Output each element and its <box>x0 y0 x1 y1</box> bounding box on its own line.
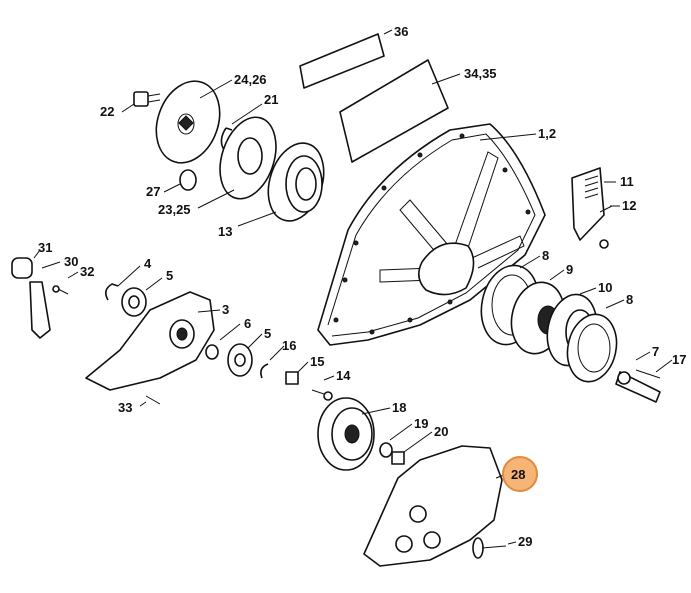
label-7[interactable]: 7 <box>652 344 659 359</box>
label-32[interactable]: 32 <box>80 264 94 279</box>
washer-19[interactable] <box>379 442 393 458</box>
label-23-25[interactable]: 23,25 <box>158 202 191 217</box>
screw-29[interactable] <box>472 537 507 559</box>
label-34-35[interactable]: 34,35 <box>464 66 497 81</box>
bearing-housing-3[interactable] <box>85 291 215 391</box>
label-28[interactable]: 28 <box>511 467 525 482</box>
bracket-30[interactable] <box>29 281 51 339</box>
label-20[interactable]: 20 <box>434 424 448 439</box>
label-4[interactable]: 4 <box>144 256 152 271</box>
circlip-16[interactable] <box>260 363 269 379</box>
nut-20[interactable] <box>391 451 405 465</box>
label-16[interactable]: 16 <box>282 338 296 353</box>
label-5b[interactable]: 5 <box>264 326 271 341</box>
screw-12[interactable] <box>599 205 613 249</box>
washer-6[interactable] <box>205 344 219 360</box>
label-31[interactable]: 31 <box>38 240 52 255</box>
bearing-5b[interactable] <box>227 343 253 377</box>
label-12[interactable]: 12 <box>622 198 636 213</box>
ring-8b[interactable] <box>561 310 622 386</box>
decal-34-35[interactable] <box>339 59 449 163</box>
label-15[interactable]: 15 <box>310 354 324 369</box>
label-21[interactable]: 21 <box>264 92 278 107</box>
label-8b[interactable]: 8 <box>626 292 633 307</box>
leader-lines <box>33 29 673 545</box>
disc-23-25[interactable] <box>210 110 285 206</box>
label-6[interactable]: 6 <box>244 316 251 331</box>
label-22[interactable]: 22 <box>100 104 114 119</box>
label-19[interactable]: 19 <box>414 416 428 431</box>
nut-15[interactable] <box>285 371 299 385</box>
pin-17[interactable] <box>635 369 661 379</box>
label-29[interactable]: 29 <box>518 534 532 549</box>
bolt-22[interactable] <box>133 91 161 107</box>
label-9[interactable]: 9 <box>566 262 573 277</box>
cutting-guard-1-2[interactable] <box>317 123 546 346</box>
label-24-26[interactable]: 24,26 <box>234 72 267 87</box>
label-13[interactable]: 13 <box>218 224 232 239</box>
damper-31[interactable] <box>11 257 33 279</box>
screw-32[interactable] <box>52 285 69 295</box>
shaft-7[interactable] <box>615 371 661 403</box>
bearing-5a[interactable] <box>121 287 147 317</box>
part-labels: 36 34,35 24,26 22 21 1,2 27 23,25 13 11 … <box>38 24 686 549</box>
label-18[interactable]: 18 <box>392 400 406 415</box>
label-1-2[interactable]: 1,2 <box>538 126 556 141</box>
label-36[interactable]: 36 <box>394 24 408 39</box>
highlight-circle-28 <box>502 456 538 492</box>
pulley-18[interactable] <box>317 397 375 471</box>
label-5a[interactable]: 5 <box>166 268 173 283</box>
circlip-4[interactable] <box>104 283 119 301</box>
handle-11[interactable] <box>571 167 605 241</box>
label-10[interactable]: 10 <box>598 280 612 295</box>
label-27[interactable]: 27 <box>146 184 160 199</box>
label-30[interactable]: 30 <box>64 254 78 269</box>
label-3[interactable]: 3 <box>222 302 229 317</box>
bolt-14[interactable] <box>311 389 333 401</box>
label-33[interactable]: 33 <box>118 400 132 415</box>
label-11[interactable]: 11 <box>620 174 634 189</box>
decal-36[interactable] <box>299 33 385 89</box>
hub-13[interactable] <box>259 136 333 228</box>
flange-24-26[interactable] <box>145 72 230 171</box>
label-14[interactable]: 14 <box>336 368 351 383</box>
label-17[interactable]: 17 <box>672 352 686 367</box>
label-8a[interactable]: 8 <box>542 248 549 263</box>
belt-guard-28[interactable] <box>363 445 503 567</box>
screw-33[interactable] <box>145 395 161 405</box>
washer-27[interactable] <box>179 169 197 191</box>
